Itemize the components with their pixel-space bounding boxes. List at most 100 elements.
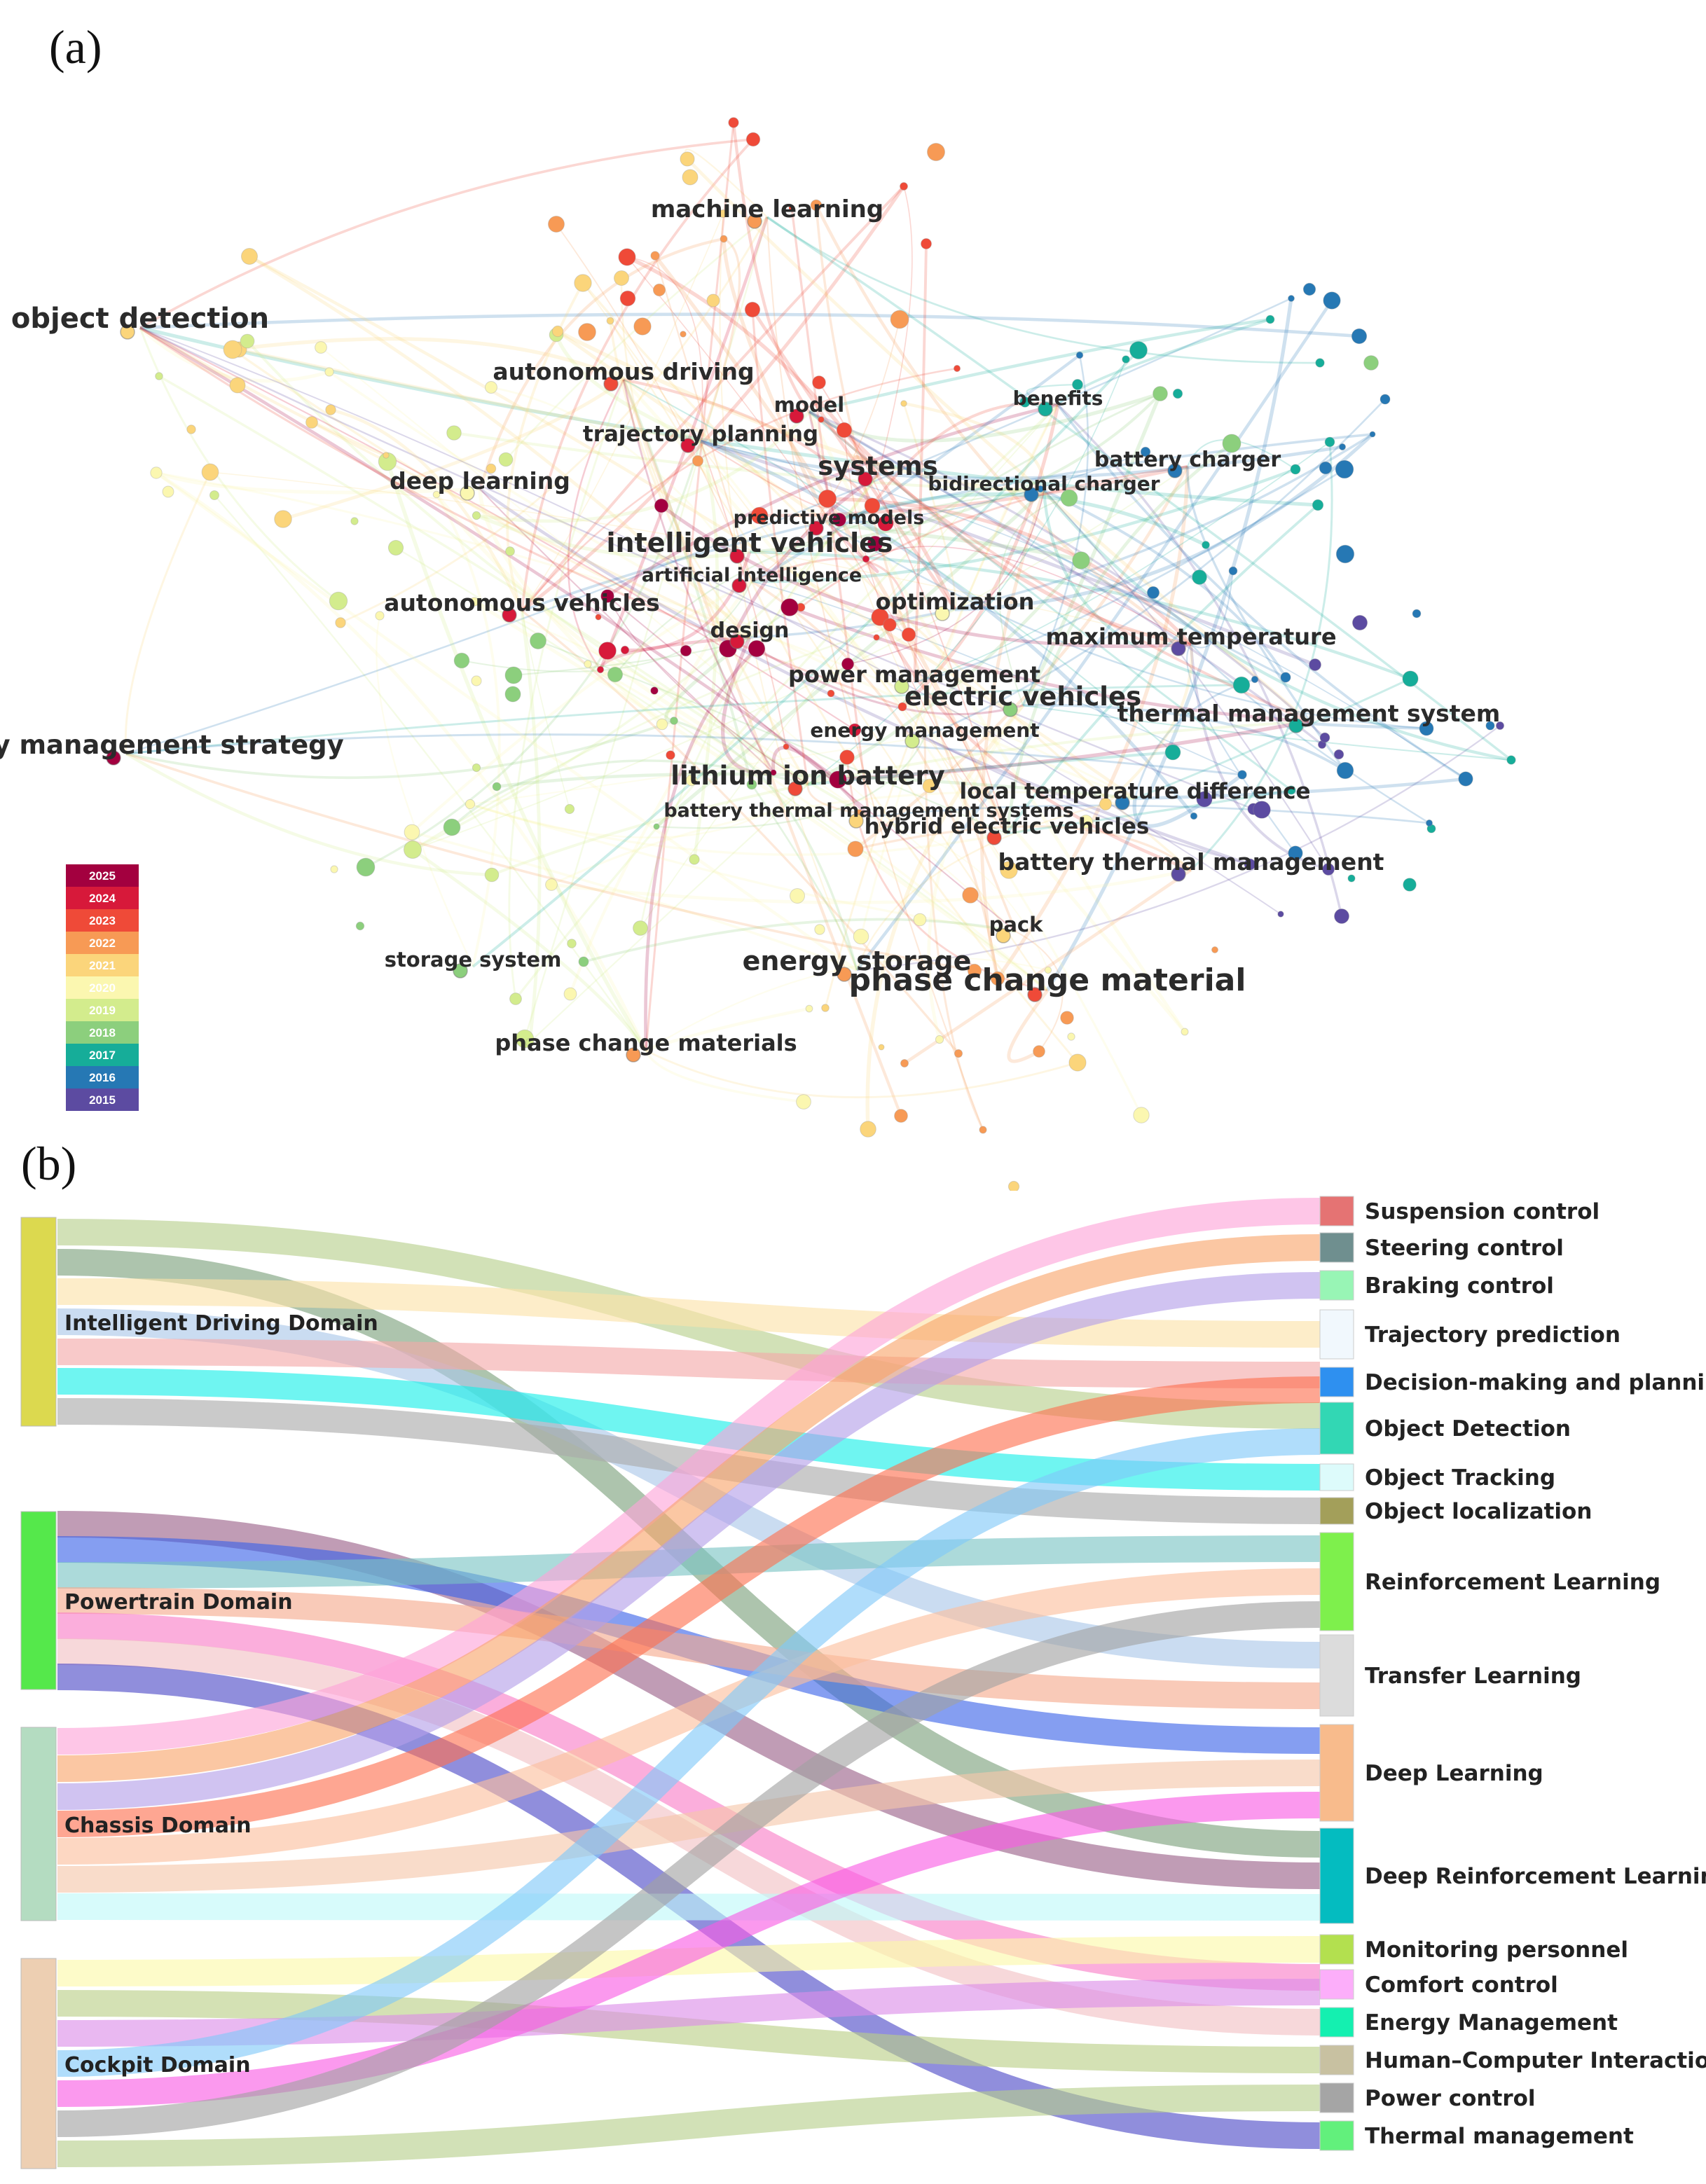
network-node xyxy=(1338,443,1347,451)
network-edge xyxy=(508,379,625,1000)
network-edge xyxy=(490,386,753,582)
network-node xyxy=(812,375,826,389)
network-node xyxy=(355,921,365,931)
network-edge xyxy=(453,431,1045,492)
sankey-flow xyxy=(57,1601,1321,2137)
target-label: Monitoring personnel xyxy=(1365,1937,1628,1963)
network-edge xyxy=(1190,441,1333,871)
network-node xyxy=(654,498,669,513)
keyword-label: autonomous driving xyxy=(493,358,754,385)
network-node xyxy=(1164,744,1181,761)
network-node xyxy=(1323,291,1341,310)
network-edge xyxy=(156,471,1136,800)
sankey-flow xyxy=(57,1234,1321,1782)
network-node xyxy=(1202,541,1210,549)
network-edge xyxy=(1026,383,1078,406)
network-node xyxy=(1324,436,1335,448)
network-edge xyxy=(622,379,753,785)
network-node xyxy=(900,1059,909,1067)
network-node xyxy=(1133,1107,1150,1124)
network-edge xyxy=(1005,442,1233,834)
network-edge xyxy=(878,616,1192,872)
network-node xyxy=(900,182,908,191)
network-node xyxy=(598,642,617,660)
network-edge xyxy=(700,441,1466,780)
target-node xyxy=(1319,1634,1354,1717)
target-node xyxy=(1319,1232,1354,1263)
legend-year: 2022 xyxy=(89,937,116,950)
target-label: Transfer Learning xyxy=(1365,1664,1581,1689)
sankey-flow xyxy=(57,1568,1321,1865)
network-node xyxy=(563,987,577,1001)
network-node xyxy=(305,416,318,429)
network-edge xyxy=(520,610,542,1043)
network-node xyxy=(1312,499,1324,511)
network-node xyxy=(574,274,592,292)
network-node xyxy=(913,913,927,927)
network-node xyxy=(1079,815,1093,829)
target-label: Deep Learning xyxy=(1365,1761,1543,1786)
network-edge xyxy=(914,441,1330,683)
network-edge xyxy=(656,736,926,829)
network-node xyxy=(548,216,565,233)
network-node xyxy=(810,199,823,212)
sankey-flows xyxy=(57,1198,1321,2167)
network-edge xyxy=(902,403,957,610)
keyword-node xyxy=(837,967,852,982)
keyword-label: energy storage xyxy=(743,946,972,976)
sankey-flow xyxy=(57,1272,1321,1810)
keyword-label: pack xyxy=(989,913,1044,937)
keyword-label: energy management strategy xyxy=(0,730,344,760)
network-node xyxy=(680,331,687,338)
network-node xyxy=(472,763,481,773)
network-edge xyxy=(1015,931,1064,1052)
sankey-flow xyxy=(57,1428,1321,2077)
keyword-label: lithium ion battery xyxy=(670,761,944,791)
network-node xyxy=(1286,785,1296,795)
network-node xyxy=(894,1109,908,1123)
network-node xyxy=(606,317,614,325)
keyword-label: energy management xyxy=(810,719,1039,742)
network-edge xyxy=(766,216,1321,364)
network-node xyxy=(1335,544,1355,564)
network-edge xyxy=(824,404,1059,1009)
network-node xyxy=(670,717,678,725)
sankey-flow xyxy=(57,1511,1321,1889)
network-edge xyxy=(1042,490,1242,687)
network-edge xyxy=(1007,989,1049,1063)
network-edge xyxy=(155,471,858,972)
network-node xyxy=(1228,566,1238,576)
network-edge xyxy=(645,1050,804,1103)
network-edge xyxy=(478,237,724,490)
network-edge xyxy=(521,610,570,810)
legend-swatch xyxy=(66,976,139,999)
network-edge xyxy=(654,255,753,582)
network-edge xyxy=(903,401,1046,491)
network-node xyxy=(901,627,916,642)
legend-year: 2024 xyxy=(89,892,116,905)
network-edge xyxy=(156,471,481,495)
network-edge xyxy=(809,410,1286,679)
network-node xyxy=(1196,791,1213,808)
network-node xyxy=(1181,1028,1189,1036)
network-node xyxy=(796,1094,811,1110)
network-node xyxy=(564,803,575,815)
network-node xyxy=(150,466,163,479)
network-node xyxy=(633,920,648,936)
network-edge xyxy=(640,404,1059,929)
target-node xyxy=(1319,1402,1354,1455)
panel-b-label: (b) xyxy=(21,1137,77,1190)
network-edge xyxy=(491,720,1309,876)
network-edge xyxy=(521,367,958,611)
network-node xyxy=(1033,1045,1045,1058)
network-edge xyxy=(692,441,720,860)
network-edge xyxy=(853,455,879,507)
network-edge xyxy=(523,216,769,1039)
network-node xyxy=(545,878,558,891)
network-node xyxy=(1244,858,1256,871)
network-edge xyxy=(751,319,900,582)
target-node xyxy=(1319,1196,1354,1226)
network-edge xyxy=(645,1007,810,1053)
